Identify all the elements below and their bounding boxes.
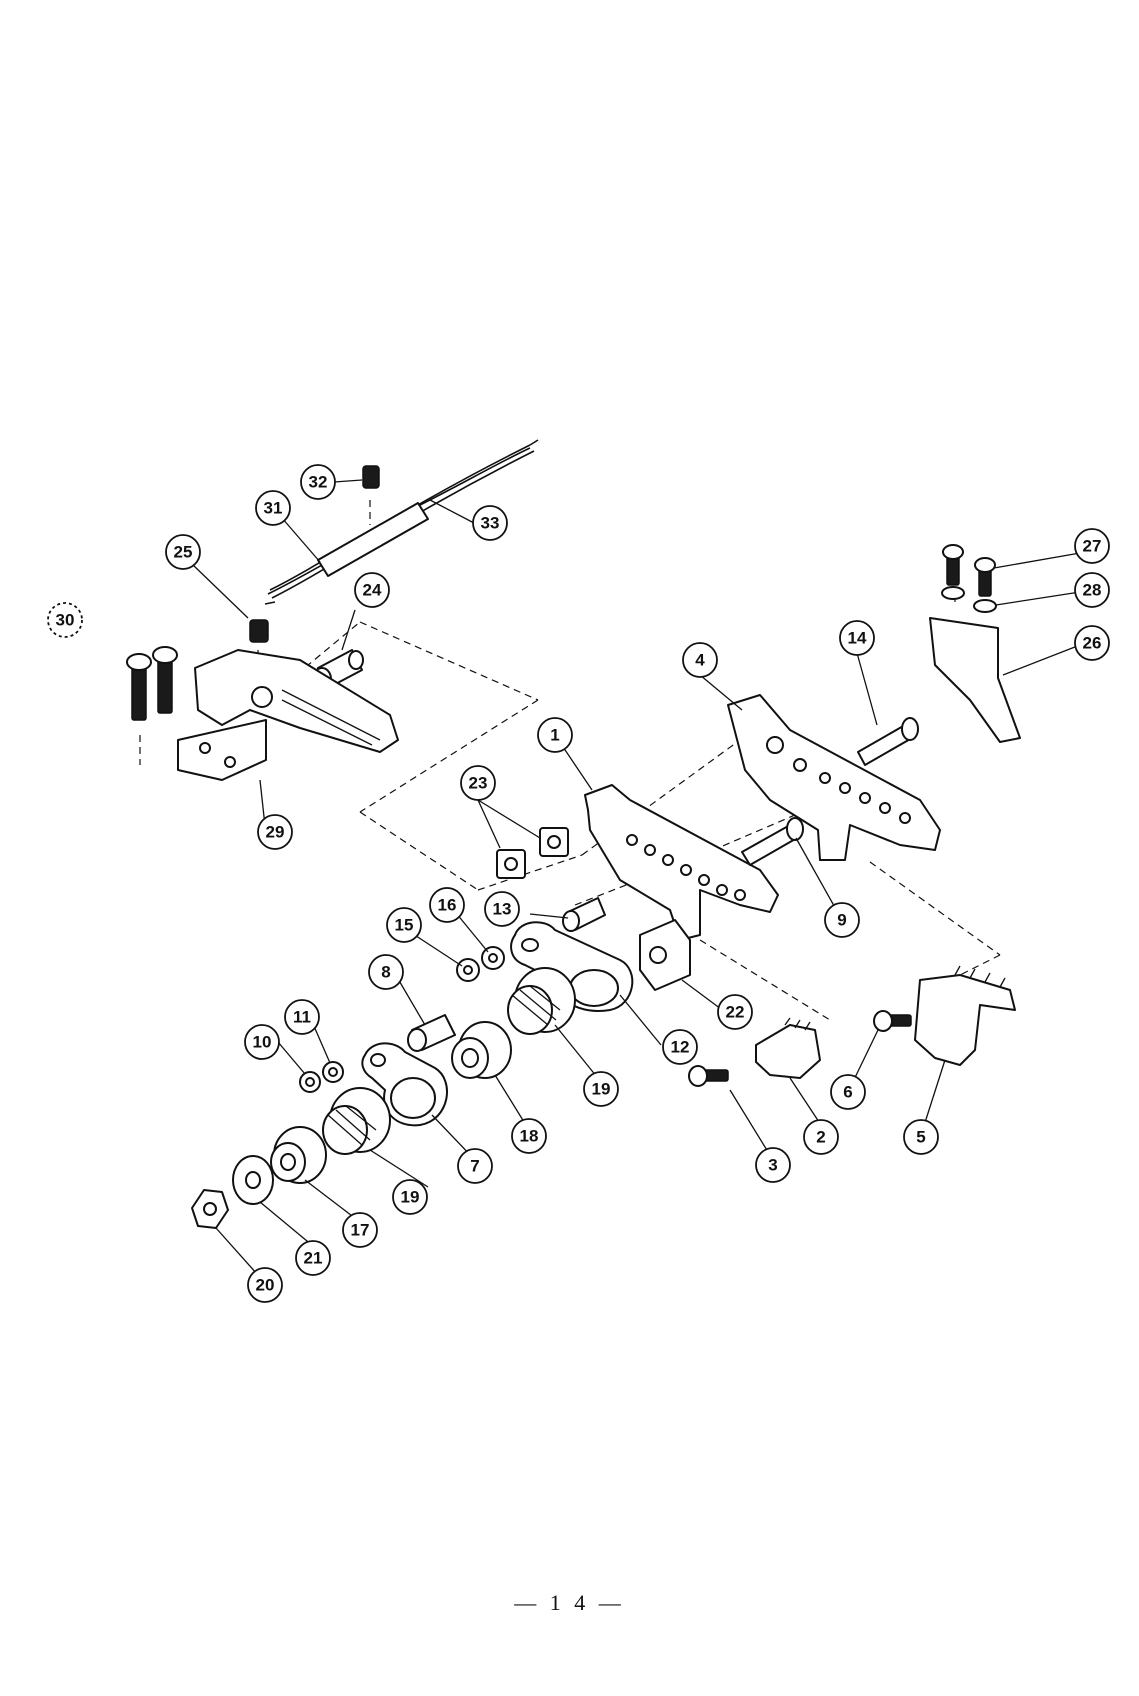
part-32-set-screw: [363, 466, 379, 488]
svg-text:17: 17: [351, 1221, 370, 1240]
part-5-feed-dog: [915, 966, 1015, 1065]
callout-31: 31: [256, 491, 290, 525]
part-31-tube: [318, 503, 428, 576]
callout-3: 3: [756, 1148, 790, 1182]
callout-12: 12: [663, 1030, 697, 1064]
svg-text:29: 29: [266, 823, 285, 842]
callout-26: 26: [1075, 626, 1109, 660]
svg-text:15: 15: [395, 916, 414, 935]
svg-text:7: 7: [470, 1157, 479, 1176]
callout-5: 5: [904, 1120, 938, 1154]
callout-14: 14: [840, 621, 874, 655]
part-25-set-screw: [250, 620, 268, 642]
part-3-screw: [689, 1066, 728, 1086]
callout-11: 11: [285, 1000, 319, 1034]
callout-13: 13: [485, 892, 519, 926]
part-8-bush: [408, 1015, 455, 1051]
callout-2: 2: [804, 1120, 838, 1154]
svg-text:20: 20: [256, 1276, 275, 1295]
part-21-washer: [233, 1156, 273, 1204]
part-30-screws: [127, 647, 177, 720]
callout-19-upper: 19: [584, 1072, 618, 1106]
svg-text:32: 32: [309, 473, 328, 492]
svg-text:4: 4: [695, 651, 705, 670]
part-20-nut: [192, 1190, 228, 1228]
svg-text:22: 22: [726, 1003, 745, 1022]
page-number: — 1 4 —: [0, 1590, 1139, 1616]
svg-text:2: 2: [816, 1128, 825, 1147]
callout-20: 20: [248, 1268, 282, 1302]
callout-27: 27: [1075, 529, 1109, 563]
callout-16: 16: [430, 888, 464, 922]
svg-text:28: 28: [1083, 581, 1102, 600]
callout-18: 18: [512, 1119, 546, 1153]
svg-text:30: 30: [56, 611, 75, 630]
part-17-bearing: [271, 1127, 326, 1183]
svg-text:6: 6: [843, 1083, 852, 1102]
part-18-bearing: [452, 1022, 511, 1078]
callout-9: 9: [825, 903, 859, 937]
svg-text:13: 13: [493, 900, 512, 919]
svg-text:19: 19: [592, 1080, 611, 1099]
svg-text:27: 27: [1083, 537, 1102, 556]
svg-text:23: 23: [469, 774, 488, 793]
callout-21: 21: [296, 1241, 330, 1275]
callout-32: 32: [301, 465, 335, 499]
part-19-needle-bearing-upper: [508, 968, 575, 1034]
callout-23: 23: [461, 766, 495, 800]
part-2-feed-dog: [756, 1018, 820, 1078]
callout-29: 29: [258, 815, 292, 849]
svg-text:25: 25: [174, 543, 193, 562]
svg-text:1: 1: [550, 726, 559, 745]
part-15-nut: [457, 959, 479, 981]
callout-30: 30: [48, 603, 82, 637]
svg-text:31: 31: [264, 499, 283, 518]
svg-text:12: 12: [671, 1038, 690, 1057]
callout-19-lower: 19: [393, 1180, 427, 1214]
part-6-screw: [874, 1011, 911, 1031]
svg-text:21: 21: [304, 1249, 323, 1268]
svg-text:14: 14: [848, 629, 867, 648]
svg-text:18: 18: [520, 1127, 539, 1146]
callout-24: 24: [355, 573, 389, 607]
part-19-needle-bearing-lower: [323, 1088, 390, 1154]
callout-10: 10: [245, 1025, 279, 1059]
callout-4: 4: [683, 643, 717, 677]
svg-text:5: 5: [916, 1128, 925, 1147]
part-10-nut: [300, 1072, 320, 1092]
callout-28: 28: [1075, 573, 1109, 607]
callout-1: 1: [538, 718, 572, 752]
part-26-cover-plate: [930, 618, 1020, 742]
callout-7: 7: [458, 1149, 492, 1183]
part-11-washer: [323, 1062, 343, 1082]
callout-8: 8: [369, 955, 403, 989]
svg-text:10: 10: [253, 1033, 272, 1052]
svg-text:8: 8: [381, 963, 390, 982]
callout-6: 6: [831, 1075, 865, 1109]
callout-17: 17: [343, 1213, 377, 1247]
part-22-block: [640, 920, 690, 990]
part-14-shoulder-screw: [858, 718, 918, 765]
svg-text:26: 26: [1083, 634, 1102, 653]
svg-text:16: 16: [438, 896, 457, 915]
svg-text:24: 24: [363, 581, 382, 600]
part-13-bush: [563, 898, 605, 931]
svg-text:11: 11: [293, 1008, 311, 1027]
svg-text:3: 3: [768, 1156, 777, 1175]
callout-22: 22: [718, 995, 752, 1029]
callout-15: 15: [387, 908, 421, 942]
part-29-bracket: [178, 650, 398, 780]
svg-text:19: 19: [401, 1188, 420, 1207]
callout-33: 33: [473, 506, 507, 540]
svg-text:9: 9: [837, 911, 846, 930]
part-16-washer: [482, 947, 504, 969]
callout-25: 25: [166, 535, 200, 569]
part-23-square-nuts: [497, 828, 568, 878]
svg-text:33: 33: [481, 514, 500, 533]
